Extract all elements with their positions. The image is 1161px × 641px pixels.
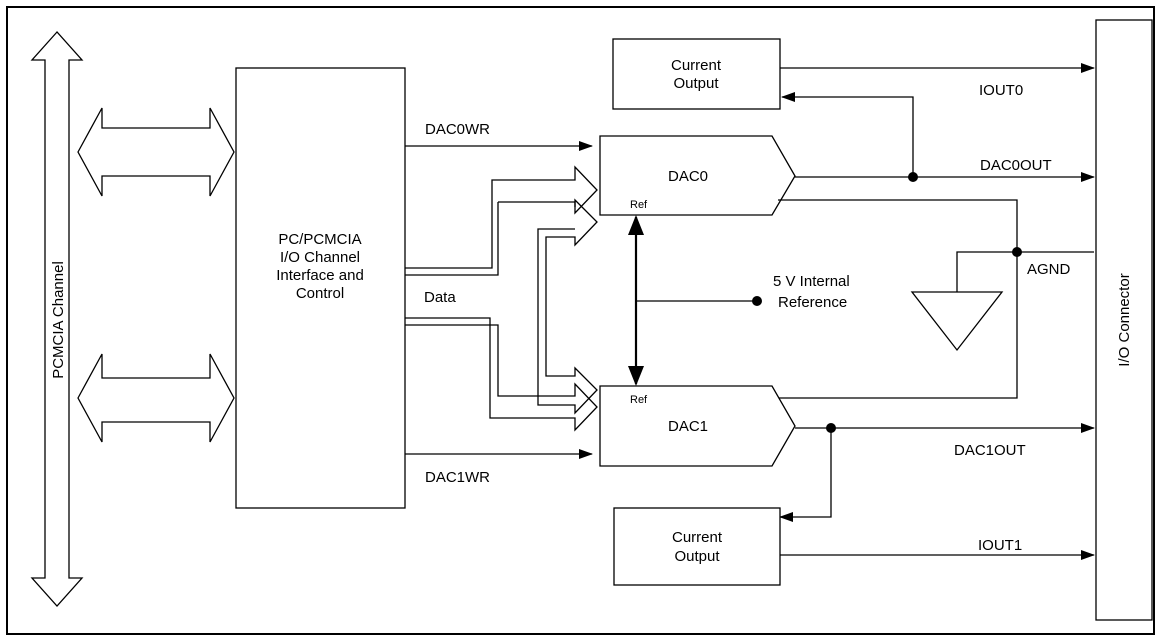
data-label: Data: [424, 289, 456, 306]
pcmcia-channel-label: PCMCIA Channel: [50, 261, 67, 379]
data-bus-to-dac0-inner: [405, 202, 499, 276]
dac0out-label: DAC0OUT: [980, 157, 1052, 174]
internal-ref-line-1: 5 V Internal: [773, 273, 850, 290]
current-output-top-line-1: Current: [671, 57, 722, 74]
controller-line-1: PC/PCMCIA: [278, 231, 361, 248]
agnd-loop: [778, 199, 1018, 399]
io-connector-label: I/O Connector: [1116, 273, 1133, 366]
dac1out-label: DAC1OUT: [954, 442, 1026, 459]
controller-line-2: I/O Channel: [280, 249, 360, 266]
current-output-bottom-line-2: Output: [674, 548, 720, 565]
data-bus-to-dac0: [405, 165, 598, 269]
bus-arrow-upper: [77, 107, 235, 197]
dac0-ref-label: Ref: [630, 199, 648, 211]
ground-symbol: [910, 291, 1004, 352]
dac0-feedback-line: [781, 92, 914, 177]
agnd-label: AGND: [1027, 261, 1071, 278]
dac0-label: DAC0: [668, 168, 708, 185]
dac1-feedback-line: [779, 428, 832, 522]
dac1wr-label: DAC1WR: [425, 469, 490, 486]
controller-line-3: Interface and: [276, 267, 364, 284]
current-output-bottom-line-1: Current: [672, 529, 723, 546]
dac0wr-label: DAC0WR: [425, 121, 490, 138]
dac0-block: DAC0 Ref: [599, 135, 796, 216]
bus-arrow-lower: [77, 353, 235, 443]
iout1-label: IOUT1: [978, 537, 1022, 554]
internal-ref-line-2: Reference: [778, 294, 847, 311]
iout0-label: IOUT0: [979, 82, 1023, 99]
ground-wire: [956, 251, 1017, 292]
dac1-block: DAC1 Ref: [599, 385, 796, 467]
data-bus-cross: [537, 198, 598, 415]
current-output-top-line-2: Output: [673, 75, 719, 92]
io-connector-block: I/O Connector: [1095, 19, 1153, 621]
dac1-ref-label: Ref: [630, 394, 648, 406]
ref-arrow-up: [628, 215, 644, 235]
ref-arrow-down: [628, 366, 644, 386]
outer-frame: [6, 6, 1155, 635]
controller-line-4: Control: [296, 285, 344, 302]
internal-ref-dot: [752, 296, 762, 306]
pcmcia-channel-bus: PCMCIA Channel: [30, 31, 84, 607]
current-output-bottom-block: Current Output: [613, 507, 781, 586]
current-output-top-block: Current Output: [612, 38, 781, 110]
data-bus-to-dac1: [405, 317, 598, 432]
dac1-label: DAC1: [668, 418, 708, 435]
controller-block: PC/PCMCIA I/O Channel Interface and Cont…: [235, 67, 406, 509]
